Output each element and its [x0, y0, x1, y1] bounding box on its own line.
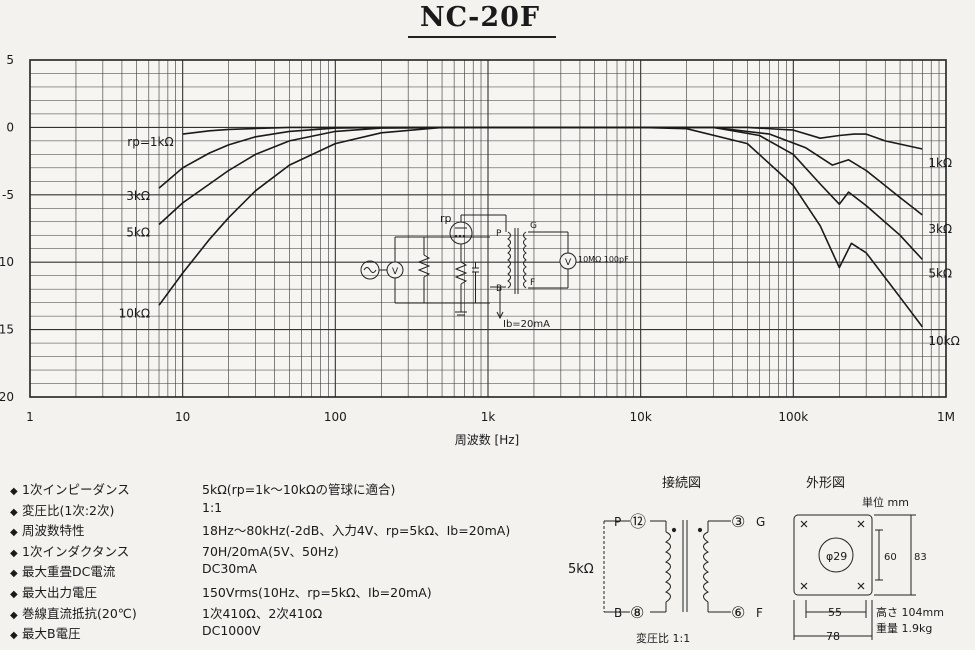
- spec-label: 巻線直流抵抗(20℃): [22, 605, 137, 621]
- outline-diameter-label: φ29: [826, 550, 847, 563]
- series-right-label: 3kΩ: [928, 222, 952, 236]
- spec-label: 最大出力電圧: [22, 585, 98, 600]
- spec-row: ◆ 最大出力電圧 150Vrms(10Hz、rp=5kΩ、Ib=20mA): [10, 582, 432, 602]
- connection-impedance-label: 5kΩ: [568, 562, 594, 577]
- series-left-label: 5kΩ: [126, 225, 150, 239]
- connection-ratio-label: 変圧比 1:1: [636, 631, 690, 645]
- outline-78-label: 78: [826, 630, 840, 643]
- circuit-output-v-label: V: [565, 258, 572, 268]
- x-tick-label: 1M: [937, 410, 955, 424]
- x-tick-label: 1k: [481, 410, 496, 424]
- circuit-b-label: B: [496, 284, 502, 294]
- series-right-label: 10kΩ: [928, 334, 959, 348]
- plot-frame: [29, 59, 947, 398]
- chart-grid: [30, 60, 946, 397]
- x-tick-label: 10: [175, 410, 190, 424]
- axis-ticks: 1 10 100 1k 10k 100k 1M 5 0 -5 -10 -15 -20: [0, 53, 955, 424]
- y-tick-label: -15: [0, 323, 14, 337]
- series-right-label: 5kΩ: [928, 267, 952, 281]
- frequency-response-chart: 1 10 100 1k 10k 100k 1M 5 0 -5 -10 -15 -20 rp=1kΩ 1kΩ…: [0, 53, 960, 447]
- y-tick-label: 0: [6, 120, 14, 134]
- series-right-label: 1kΩ: [928, 156, 952, 170]
- x-tick-label: 100k: [778, 410, 808, 424]
- outline-weight-label: 重量 1.9kg: [876, 621, 932, 635]
- connection-pin-3: ③: [731, 512, 745, 531]
- spec-row: ◆ 最大B電圧 DC1000V: [10, 623, 261, 643]
- spec-row: ◆ 最大重畳DC電流 DC30mA: [10, 561, 257, 581]
- y-tick-label: -5: [2, 188, 14, 202]
- circuit-rp-label: rp: [440, 212, 452, 225]
- y-tick-label: -20: [0, 390, 14, 404]
- spec-label: 1次インダクタンス: [22, 543, 130, 559]
- circuit-p-label: P: [496, 229, 502, 239]
- spec-value: 1:1: [202, 499, 223, 515]
- circuit-f-label: F: [530, 278, 535, 288]
- spec-value: DC30mA: [202, 561, 257, 577]
- connection-pin-12: ⑫: [630, 512, 646, 531]
- y-tick-label: 5: [6, 53, 14, 67]
- spec-value: 70H/20mA(5V、50Hz): [202, 543, 339, 559]
- title-underline: [408, 36, 556, 38]
- circuit-ib-label: Ib=20mA: [503, 319, 550, 330]
- series-left-label: 10kΩ: [119, 306, 150, 320]
- series-left-label: 3kΩ: [126, 189, 150, 203]
- connection-pin-6: ⑥: [731, 603, 745, 622]
- spec-value: 150Vrms(10Hz、rp=5kΩ、Ib=20mA): [202, 585, 432, 600]
- spec-label: 周波数特性: [22, 523, 85, 539]
- outline-unit-label: 単位 mm: [862, 496, 909, 509]
- spec-value: 1次410Ω、2次410Ω: [202, 605, 323, 621]
- connection-g-label: G: [756, 515, 765, 529]
- outline-83-label: 83: [914, 552, 927, 563]
- outline-diagram: [793, 514, 916, 640]
- outline-55-label: 55: [828, 606, 842, 619]
- spec-row: ◆ 1次インダクタンス 70H/20mA(5V、50Hz): [10, 541, 339, 561]
- connection-diagram: [603, 520, 731, 613]
- spec-label: 変圧比(1次:2次): [22, 502, 115, 518]
- circuit-load-label: 10MΩ 100pF: [578, 255, 629, 264]
- bullet-icon: ◆: [10, 589, 18, 600]
- spec-row: ◆ 1次インピーダンス 5kΩ(rp=1k～10kΩの管球に適合): [10, 479, 395, 499]
- input-voltmeter-symbol: [386, 261, 404, 279]
- bullet-icon: ◆: [10, 547, 18, 559]
- bullet-icon: ◆: [10, 609, 18, 621]
- spec-value: 18Hz～80kHz(-2dB、入力4V、rp=5kΩ、Ib=20mA): [202, 523, 511, 539]
- connection-f-label: F: [756, 606, 763, 620]
- connection-pin-8: ⑧: [630, 603, 644, 622]
- series-line: [158, 126, 924, 328]
- spec-value: DC1000V: [202, 623, 261, 639]
- x-tick-label: 100: [324, 410, 347, 424]
- spec-label: 1次インピーダンス: [22, 482, 130, 497]
- page-title: NC-20F: [419, 2, 541, 33]
- circuit-g-label: G: [530, 221, 537, 231]
- circuit-input-v-label: V: [392, 267, 399, 277]
- x-tick-label: 1: [26, 410, 34, 424]
- series-left-label: rp=1kΩ: [127, 135, 173, 149]
- spec-label: 最大B電圧: [22, 626, 81, 642]
- bullet-icon: ◆: [10, 527, 18, 539]
- spec-row: ◆ 周波数特性 18Hz～80kHz(-2dB、入力4V、rp=5kΩ、Ib=20m…: [10, 520, 510, 540]
- spec-row: ◆ 巻線直流抵抗(20℃) 1次410Ω、2次410Ω: [10, 603, 322, 623]
- outline-60-label: 60: [884, 552, 897, 563]
- x-axis-label: 周波数 [Hz]: [455, 432, 520, 447]
- spec-row: ◆ 変圧比(1次:2次) 1:1: [10, 500, 222, 520]
- connection-p-label: P: [614, 515, 621, 529]
- outline-height-label: 高さ 104mm: [876, 605, 944, 619]
- bullet-icon: ◆: [10, 630, 18, 642]
- bullet-icon: ◆: [10, 568, 18, 580]
- y-tick-label: -10: [0, 255, 14, 269]
- bullet-icon: ◆: [10, 506, 18, 518]
- x-tick-label: 10k: [630, 410, 652, 424]
- spec-label: 最大重畳DC電流: [22, 564, 116, 580]
- series-layer: rp=1kΩ 1kΩ 3kΩ 3kΩ 5kΩ 5kΩ 10kΩ 10kΩ: [119, 126, 960, 348]
- outline-diagram-heading: 外形図: [806, 476, 846, 491]
- test-circuit-schematic: [360, 214, 577, 320]
- output-voltmeter-symbol: [559, 252, 577, 270]
- connection-b-label: B: [614, 606, 622, 620]
- connection-diagram-heading: 接続図: [662, 476, 702, 491]
- spec-value: 5kΩ(rp=1k～10kΩの管球に適合): [202, 482, 396, 497]
- bullet-icon: ◆: [10, 486, 18, 497]
